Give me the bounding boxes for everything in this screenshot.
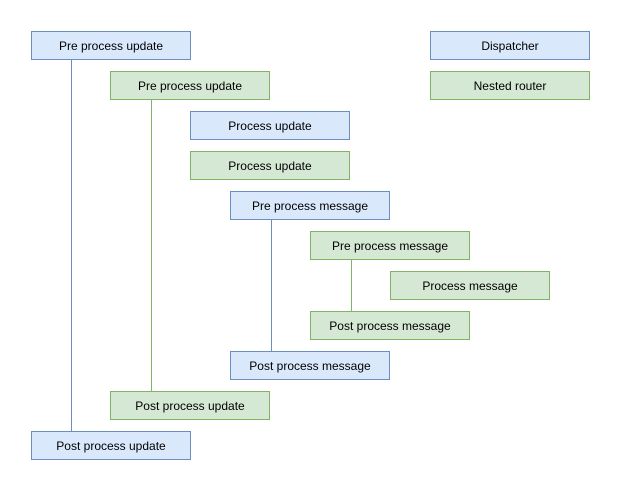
node-label: Pre process update — [58, 38, 164, 53]
node-label: Process update — [228, 118, 312, 133]
node-dispatcher-pre-process-update: Pre process update — [31, 31, 191, 60]
node-router-pre-process-message: Pre process message — [310, 231, 470, 260]
node-label: Process message — [422, 278, 518, 293]
node-label: Nested router — [473, 78, 547, 93]
node-nested-router-legend: Nested router — [430, 71, 590, 100]
connector-router-update-span — [151, 100, 152, 391]
node-label: Post process update — [56, 438, 166, 453]
node-label: Dispatcher — [481, 38, 539, 53]
node-router-post-process-message: Post process message — [310, 311, 470, 340]
node-label: Post process message — [329, 318, 451, 333]
node-router-post-process-update: Post process update — [110, 391, 270, 420]
node-dispatcher-pre-process-message: Pre process message — [230, 191, 390, 220]
node-dispatcher-legend: Dispatcher — [430, 31, 590, 60]
node-dispatcher-process-update: Process update — [190, 111, 350, 140]
node-label: Pre process message — [251, 198, 369, 213]
node-label: Post process update — [135, 398, 245, 413]
connector-dispatcher-update-span — [71, 60, 72, 431]
node-router-process-message: Process message — [390, 271, 550, 300]
connector-router-message-span — [351, 260, 352, 311]
node-dispatcher-post-process-update: Post process update — [31, 431, 191, 460]
node-label: Process update — [228, 158, 312, 173]
node-label: Pre process update — [137, 78, 243, 93]
connector-dispatcher-message-span — [271, 220, 272, 351]
node-router-pre-process-update: Pre process update — [110, 71, 270, 100]
node-label: Pre process message — [331, 238, 449, 253]
node-label: Post process message — [249, 358, 371, 373]
node-dispatcher-post-process-message: Post process message — [230, 351, 390, 380]
node-router-process-update: Process update — [190, 151, 350, 180]
